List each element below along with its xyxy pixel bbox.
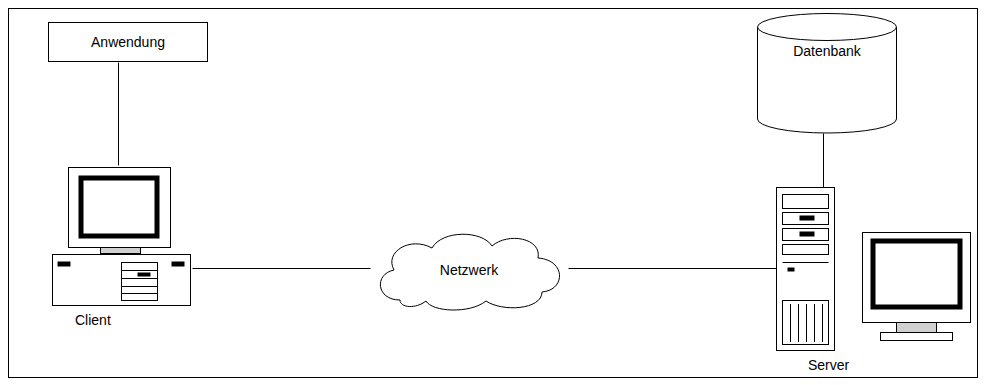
server-node: Server [776,187,972,375]
node-label: Server [808,357,849,373]
node-label: Client [75,312,111,328]
connector-line [193,268,371,269]
cylinder-outline [757,13,897,133]
server-computer-icon [777,188,971,351]
node-label: Netzwerk [440,262,498,278]
connector-line [569,268,777,269]
connector-line [823,134,824,188]
client-computer-icon [53,168,191,306]
database-cylinder: Datenbank [757,13,897,133]
connector-line [118,63,119,166]
node-label: Anwendung [91,34,165,50]
node-label: Datenbank [793,43,861,59]
client-node: Client [52,165,192,330]
frame [9,9,978,378]
application-box: Anwendung [48,22,208,62]
network-cloud: Netzwerk [370,228,568,312]
